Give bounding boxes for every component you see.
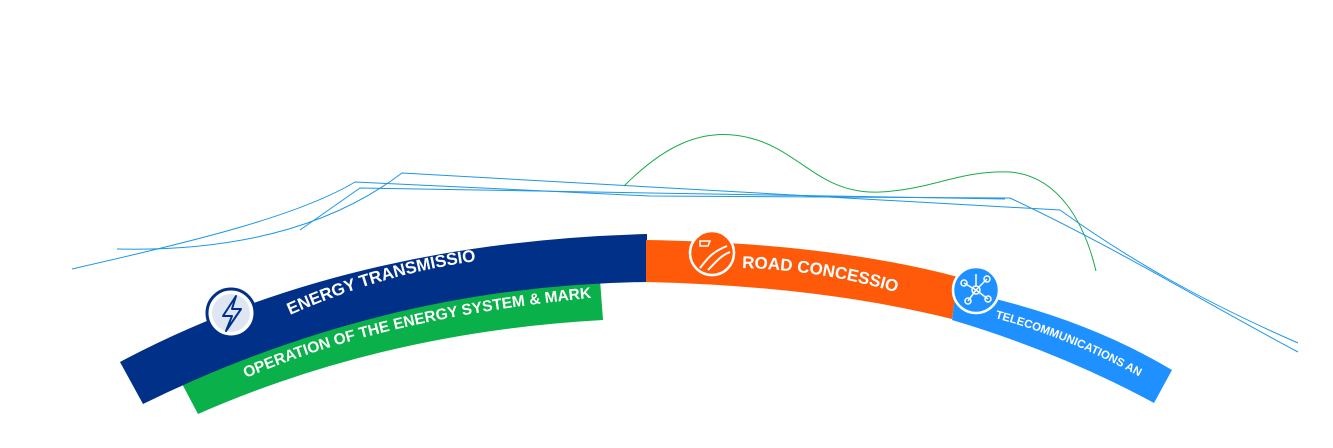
winding-road-icon (688, 229, 736, 277)
blue-line-2 (116, 172, 1299, 344)
energy-transmission-label: ENERGY TRANSMISSION (0, 0, 477, 319)
lightning-bolt-icon (205, 287, 257, 339)
band-telecom-shape (952, 290, 1172, 403)
blue-line-3 (299, 187, 1006, 231)
green-line (623, 134, 1097, 272)
band-energy-transmission-shape (120, 234, 647, 404)
energy-transmission-label-path: ENERGY TRANSMISSION (0, 0, 477, 319)
band-energy-system-shape (180, 280, 603, 414)
network-nodes-icon (951, 265, 1001, 315)
decorative-lines (71, 134, 1299, 353)
